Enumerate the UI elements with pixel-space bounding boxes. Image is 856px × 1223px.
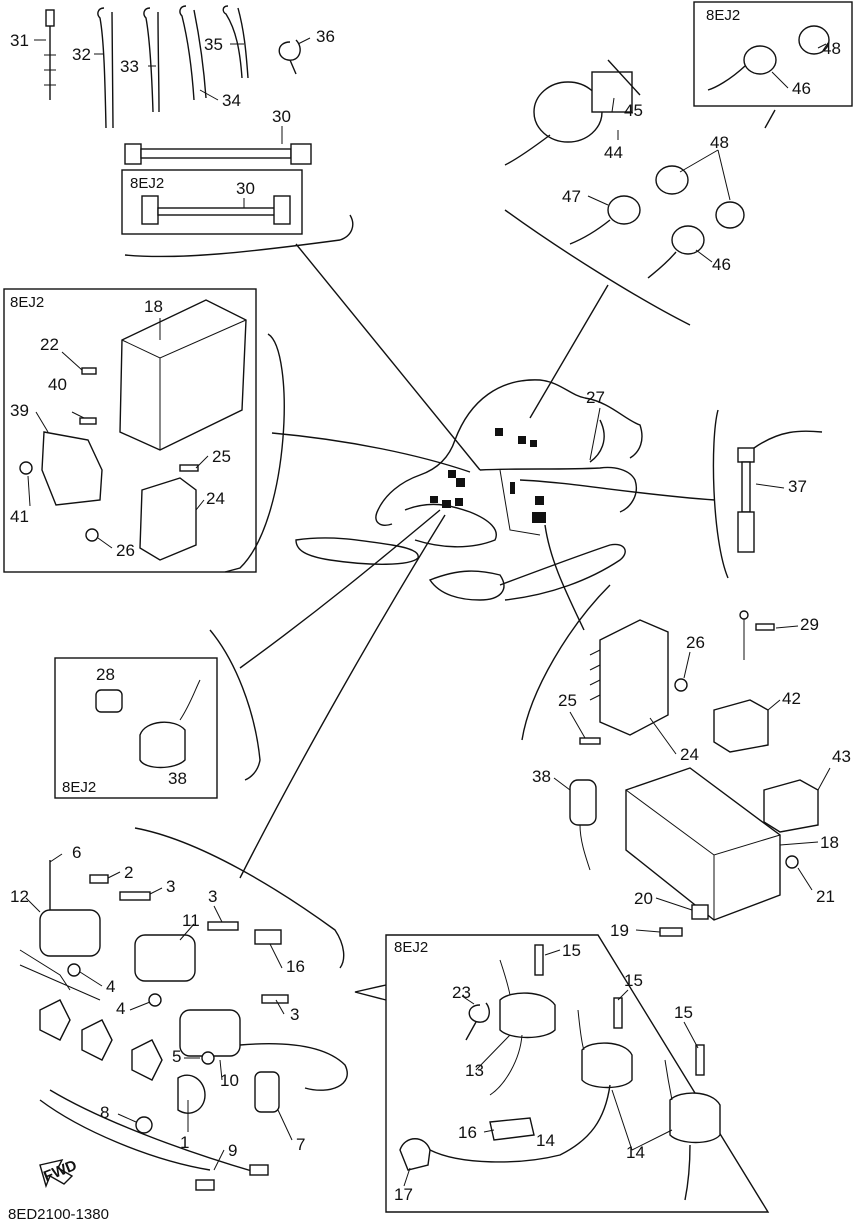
part-number: 3: [208, 887, 217, 906]
part-number: 26: [686, 633, 705, 652]
part-number: 18: [144, 297, 163, 316]
part-number: 34: [222, 91, 241, 110]
part-number: 39: [10, 401, 29, 420]
part-number: 38: [532, 767, 551, 786]
plug-cap-group: [712, 409, 823, 579]
part-number: 40: [48, 375, 67, 394]
part-number: 41: [10, 507, 29, 526]
variant-tag: 8EJ2: [10, 294, 44, 311]
part-number: 26: [116, 541, 135, 560]
part-number: 31: [10, 31, 29, 50]
switch-group: [504, 1, 853, 326]
part-number: 43: [832, 747, 851, 766]
ignition-coil-group: [19, 827, 348, 1191]
part-number: 25: [212, 447, 231, 466]
part-number: 19: [610, 921, 629, 940]
cdi-group: [3, 288, 285, 573]
part-number: 14: [536, 1131, 555, 1150]
variant-tag: 8EJ2: [706, 7, 740, 24]
part-number: 37: [788, 477, 807, 496]
part-number: 4: [116, 999, 125, 1018]
label-leaders: [25, 37, 831, 1187]
part-number: 8: [100, 1103, 109, 1122]
coil-variant-group: [354, 934, 770, 1213]
part-number: 45: [624, 101, 643, 120]
part-number: 25: [558, 691, 577, 710]
part-number: 6: [72, 843, 81, 862]
part-number: 18: [820, 833, 839, 852]
part-number-labels: 1 2 3 3 3 4 4 5 6 7 8 9 10 11 12 13 14 1…: [10, 27, 851, 1204]
part-number: 9: [228, 1141, 237, 1160]
rectifier-group: [521, 584, 819, 937]
variant-box-bolt: [121, 169, 303, 235]
variant-tag: 8EJ2: [130, 175, 164, 192]
part-number: 46: [712, 255, 731, 274]
part-number: 35: [204, 35, 223, 54]
part-number: 29: [800, 615, 819, 634]
part-number: 21: [816, 887, 835, 906]
part-number: 42: [782, 689, 801, 708]
part-number: 30: [236, 179, 255, 198]
part-number: 4: [106, 977, 115, 996]
part-number: 30: [272, 107, 291, 126]
part-number: 5: [172, 1047, 181, 1066]
part-number: 15: [674, 1003, 693, 1022]
part-number: 47: [562, 187, 581, 206]
part-number: 17: [394, 1185, 413, 1204]
part-number: 28: [96, 665, 115, 684]
part-number: 46: [792, 79, 811, 98]
part-number: 16: [286, 957, 305, 976]
document-code: 8ED2100-1380: [8, 1206, 109, 1223]
part-number: 15: [624, 971, 643, 990]
part-number: 14: [626, 1143, 645, 1162]
part-number: 2: [124, 863, 133, 882]
part-number: 3: [166, 877, 175, 896]
part-number: 44: [604, 143, 623, 162]
part-number: 16: [458, 1123, 477, 1142]
variant-tag: 8EJ2: [62, 779, 96, 796]
part-number: 24: [206, 489, 225, 508]
variant-tag: 8EJ2: [394, 939, 428, 956]
part-number: 12: [10, 887, 29, 906]
leader-lines: [239, 243, 716, 879]
part-number: 48: [822, 39, 841, 58]
snowmobile-outline: [295, 379, 643, 601]
part-number: 11: [182, 911, 200, 930]
part-number: 10: [220, 1071, 239, 1090]
part-number: 32: [72, 45, 91, 64]
band-group: [44, 5, 301, 129]
part-number: 36: [316, 27, 335, 46]
part-number: 27: [586, 388, 605, 407]
socket-group: [54, 629, 261, 799]
part-number: 15: [562, 941, 581, 960]
part-number: 22: [40, 335, 59, 354]
part-number: 13: [465, 1061, 484, 1080]
part-number: 23: [452, 983, 471, 1002]
part-number: 20: [634, 889, 653, 908]
part-number: 7: [296, 1135, 305, 1154]
part-number: 48: [710, 133, 729, 152]
part-number: 33: [120, 57, 139, 76]
long-bolt: [124, 143, 312, 165]
part-number: 1: [180, 1133, 189, 1152]
part-number: 3: [290, 1005, 299, 1024]
variant-tags: 8EJ2 8EJ2 8EJ2 8EJ2 8EJ2: [10, 7, 740, 956]
part-number: 24: [680, 745, 699, 764]
part-number: 38: [168, 769, 187, 788]
